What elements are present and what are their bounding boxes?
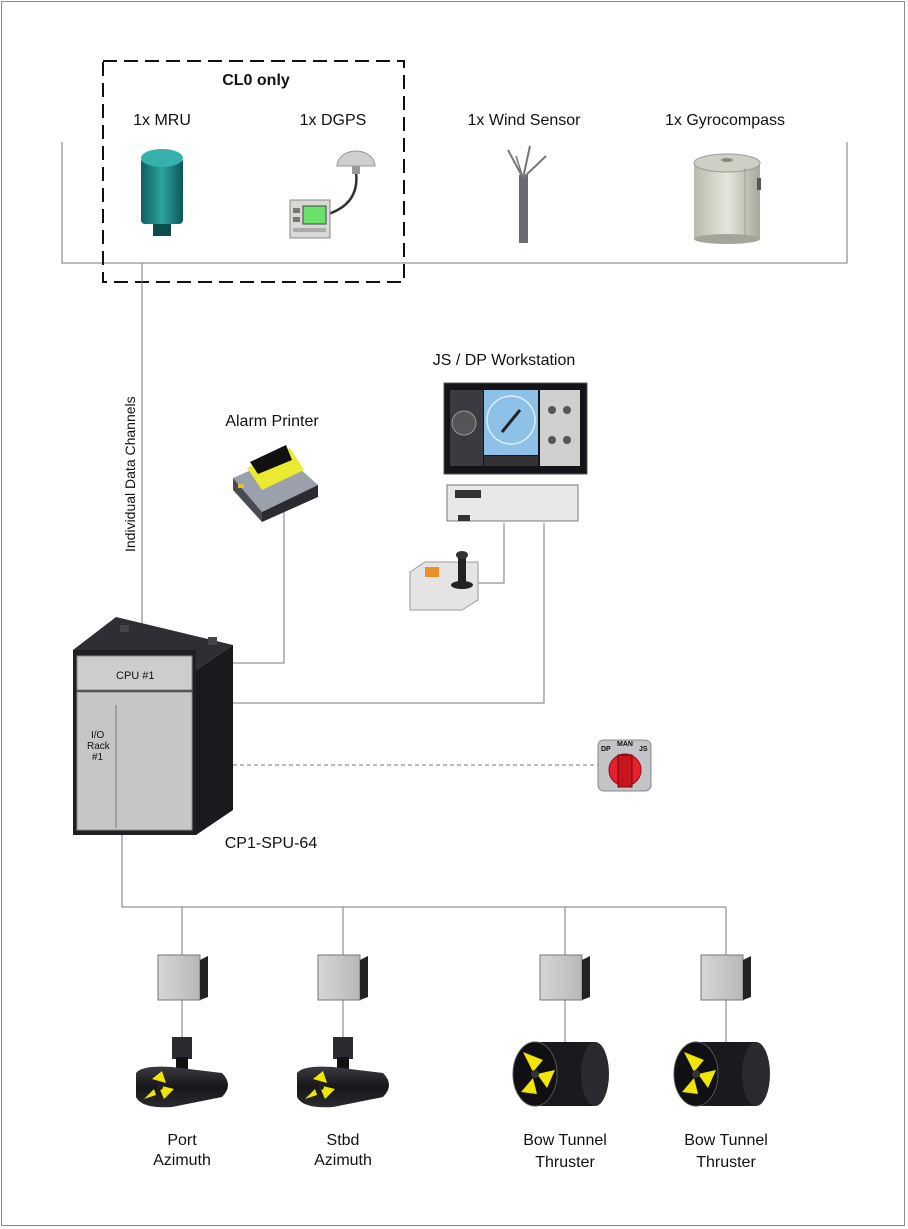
io-label-1: I/O (91, 730, 105, 741)
alarm-printer-icon (233, 445, 318, 522)
thruster-label-line1: Bow Tunnel (523, 1132, 607, 1149)
io-label-3: #1 (92, 752, 104, 763)
switch-dp-label: DP (601, 746, 611, 753)
dgps-icon (289, 150, 376, 239)
cl0-dashed-box (102, 60, 405, 283)
mode-selector-switch-icon (597, 739, 652, 792)
thruster-label-line2: Azimuth (153, 1152, 211, 1169)
tunnel-thruster-icon (512, 1041, 609, 1107)
channel-label: Individual Data Channels (122, 396, 138, 552)
thruster-control-box (157, 954, 208, 1001)
thruster-control-box (317, 954, 368, 1001)
azimuth-thruster-icon (297, 1037, 389, 1108)
workstation-label: JS / DP Workstation (432, 352, 576, 369)
dgps-label: 1x DGPS (299, 112, 367, 129)
alarm-printer-label: Alarm Printer (225, 413, 319, 430)
joystick-icon (409, 551, 479, 611)
thruster-label-line1: Bow Tunnel (684, 1132, 768, 1149)
cpu-label: CPU #1 (116, 670, 155, 682)
tunnel-thruster-icon (673, 1041, 770, 1107)
thruster-label-line2: Thruster (696, 1154, 756, 1171)
gyrocompass-icon (693, 153, 761, 244)
cl0-group-label: CL0 only (222, 72, 290, 89)
thruster-control-box (700, 954, 751, 1001)
io-label-2: Rack (87, 741, 110, 752)
switch-js-label: JS (639, 746, 648, 753)
thruster-label-line1: Port (167, 1132, 197, 1149)
wind-sensor-label: 1x Wind Sensor (467, 112, 581, 129)
thruster-label-line2: Azimuth (314, 1152, 372, 1169)
cabinet-name: CP1-SPU-64 (224, 835, 318, 852)
thruster-control-box (539, 954, 590, 1001)
thruster-label-line2: Thruster (535, 1154, 595, 1171)
workstation-icon (443, 382, 588, 522)
cabinet-icon (73, 617, 233, 835)
thruster-label-line1: Stbd (326, 1132, 360, 1149)
connection-lines (121, 263, 727, 955)
thruster-links (181, 1000, 727, 1042)
gyrocompass-label: 1x Gyrocompass (664, 112, 786, 129)
wind-sensor-icon (507, 145, 547, 243)
switch-man-label: MAN (617, 741, 633, 748)
sensor-bracket (61, 142, 848, 264)
azimuth-thruster-icon (136, 1037, 228, 1108)
mru-label: 1x MRU (133, 112, 191, 129)
mru-icon (141, 149, 183, 236)
